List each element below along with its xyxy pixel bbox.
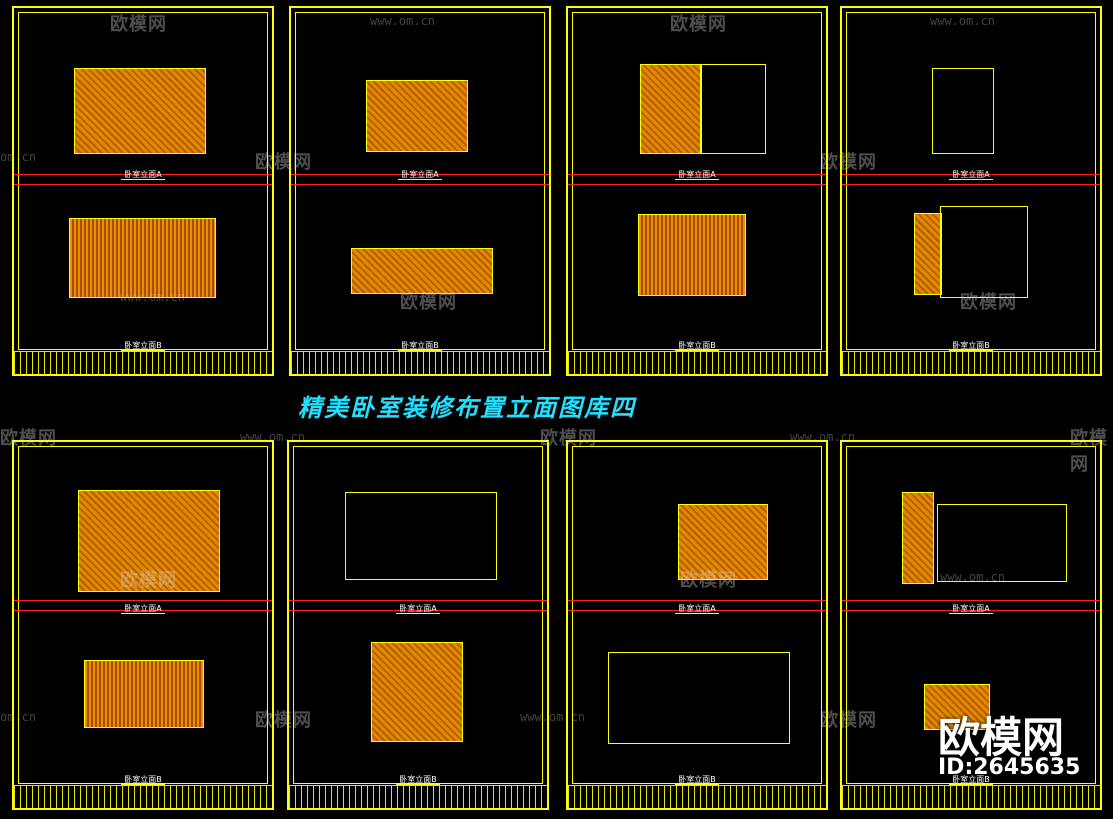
drawing-sheet-3: 卧室立面A 卧室立面B	[566, 6, 828, 376]
elevation-b-drawing	[914, 213, 942, 295]
watermark: 欧模网	[960, 292, 1017, 313]
watermark: 欧模网	[820, 710, 877, 731]
watermark: 欧模网	[255, 710, 312, 731]
elevation-b-label: 卧室立面B	[289, 774, 547, 785]
title-block	[14, 785, 272, 808]
drawing-sheet-1: 卧室立面A 卧室立面B	[12, 6, 274, 376]
drawing-sheet-8: 卧室立面A 卧室立面B	[840, 440, 1102, 810]
watermark: 欧模网	[540, 428, 597, 449]
title-block	[568, 785, 826, 808]
elevation-a-label: 卧室立面A	[842, 169, 1100, 180]
drawing-sheet-2: 卧室立面A 卧室立面B	[289, 6, 551, 376]
elevation-b-label: 卧室立面B	[291, 340, 549, 351]
watermark-url: www.om.cn	[790, 430, 856, 444]
elevation-b-label: 卧室立面B	[14, 774, 272, 785]
elevation-a-drawing	[640, 64, 702, 154]
elevation-b-drawing	[69, 218, 216, 298]
elevation-a-label: 卧室立面A	[842, 603, 1100, 614]
elevation-b-drawing	[924, 684, 990, 730]
watermark: 欧模网	[120, 570, 177, 591]
title-block	[842, 351, 1100, 374]
watermark-url: www.om.cn	[940, 570, 1006, 584]
drawing-sheet-6: 卧室立面A 卧室立面B	[287, 440, 549, 810]
title-block	[14, 351, 272, 374]
elevation-b-drawing	[638, 214, 746, 296]
elevation-a-drawing	[678, 504, 768, 580]
watermark: 欧模网	[110, 14, 167, 35]
drawing-sheet-4: 卧室立面A 卧室立面B	[840, 6, 1102, 376]
brand-logo: 欧模网	[938, 713, 1065, 762]
page-title: 精美卧室装修布置立面图库四	[298, 394, 636, 422]
elevation-b-label: 卧室立面B	[568, 340, 826, 351]
elevation-a-label: 卧室立面A	[291, 169, 549, 180]
elevation-a-label: 卧室立面A	[289, 603, 547, 614]
watermark-url: www.om.cn	[120, 290, 186, 304]
watermark: 欧模网	[255, 152, 312, 173]
title-block	[289, 785, 547, 808]
elevation-a-label: 卧室立面A	[14, 169, 272, 180]
watermark: 欧模网	[400, 292, 457, 313]
elevation-a-shelf	[937, 504, 1067, 582]
elevation-b-label: 卧室立面B	[14, 340, 272, 351]
watermark-url: om.cn	[0, 150, 37, 164]
elevation-a-drawing	[74, 68, 206, 154]
elevation-a-drawing	[345, 492, 497, 580]
elevation-a-label: 卧室立面A	[568, 603, 826, 614]
elevation-a-label: 卧室立面A	[14, 603, 272, 614]
watermark: 欧模网	[670, 14, 727, 35]
title-block	[568, 351, 826, 374]
drawing-sheet-7: 卧室立面A 卧室立面B	[566, 440, 828, 810]
watermark: 欧模网	[820, 152, 877, 173]
elevation-b-drawing	[351, 248, 493, 294]
elevation-a-drawing	[932, 68, 994, 154]
watermark-url: www.om.cn	[370, 14, 436, 28]
elevation-a-drawing	[78, 490, 220, 592]
watermark: 欧模网	[680, 570, 737, 591]
drawing-sheet-5: 卧室立面A 卧室立面B	[12, 440, 274, 810]
watermark-url: www.om.cn	[930, 14, 996, 28]
elevation-a-wardrobe	[700, 64, 766, 154]
elevation-a-drawing	[366, 80, 468, 152]
elevation-b-label: 卧室立面B	[842, 774, 1100, 785]
title-block	[291, 351, 549, 374]
elevation-b-drawing	[84, 660, 204, 728]
elevation-b-drawing	[608, 652, 790, 744]
elevation-b-drawing	[371, 642, 463, 742]
watermark: 欧模网	[1070, 428, 1108, 475]
elevation-b-label: 卧室立面B	[842, 340, 1100, 351]
elevation-a-drawing	[902, 492, 934, 584]
title-block	[842, 785, 1100, 808]
watermark-url: www.om.cn	[520, 710, 586, 724]
watermark-url: www.om.cn	[240, 430, 306, 444]
elevation-b-shelf	[940, 206, 1028, 298]
elevation-a-label: 卧室立面A	[568, 169, 826, 180]
resource-id: ID:2645635	[938, 755, 1081, 780]
elevation-b-label: 卧室立面B	[568, 774, 826, 785]
watermark: 欧模网	[0, 428, 57, 449]
watermark-url: om.cn	[0, 710, 37, 724]
